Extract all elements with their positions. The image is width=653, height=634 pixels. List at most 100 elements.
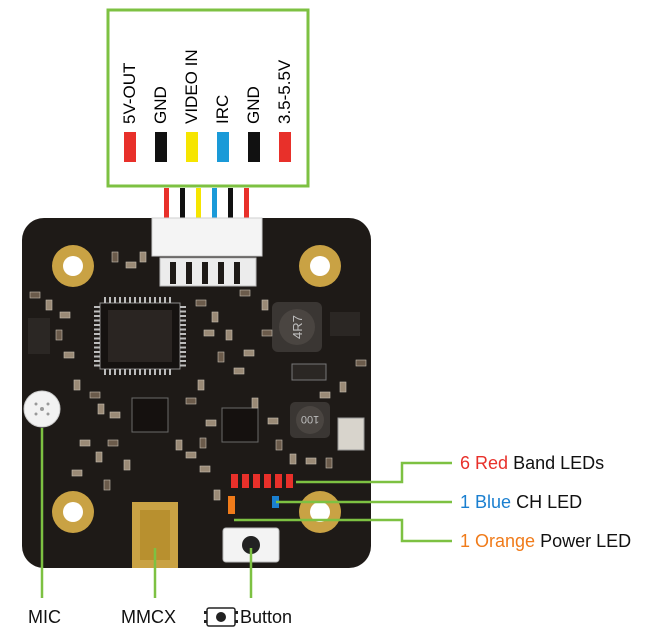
ic-pin (149, 297, 151, 303)
ic-pin (94, 310, 100, 313)
smd-component (185, 451, 197, 459)
smd-component (71, 469, 83, 477)
ch-led-text: CH LED (511, 492, 583, 512)
smd-component (339, 381, 347, 393)
smd-component (175, 439, 183, 451)
pin-label: IRC (213, 94, 232, 124)
smd-component (29, 291, 41, 299)
ic-pin (180, 315, 186, 317)
ic-pin (180, 333, 186, 335)
power-led-count: 1 (460, 531, 471, 551)
ic-pin (149, 369, 151, 375)
ic-pin (94, 351, 100, 353)
ic-pin (164, 369, 166, 375)
inductor-100-label: 100 (301, 413, 319, 425)
button-glyph-icon (204, 607, 238, 627)
pin-label: VIDEO IN (182, 49, 201, 124)
smd-component (97, 403, 105, 415)
smd-component (123, 459, 131, 471)
ch-led-color: Blue (475, 492, 512, 512)
smd-component (205, 419, 217, 427)
ch-led-count: 1 (460, 492, 471, 512)
pin-swatch (217, 132, 229, 162)
mounting-hole (299, 245, 341, 287)
connector-wires (164, 188, 249, 220)
smd-component (45, 299, 53, 311)
smd-component (325, 457, 333, 469)
smd-component (195, 299, 207, 307)
band-led (264, 474, 271, 488)
pin-swatch (248, 132, 260, 162)
ic-pin (104, 297, 106, 303)
ic-chip (28, 318, 50, 354)
ic-pin (159, 297, 161, 303)
smd-component (213, 489, 221, 501)
wire (180, 188, 185, 220)
ic-chip (221, 407, 259, 443)
leader-lines (40, 428, 452, 598)
wire (212, 188, 217, 220)
ic-pin (180, 364, 186, 367)
mmcx-label: MMCX (121, 607, 176, 627)
smd-component (63, 351, 75, 359)
crystal (337, 417, 365, 451)
pin-swatch (155, 132, 167, 162)
ic-pin (119, 297, 121, 303)
led-row (228, 474, 293, 514)
ic-pin (134, 297, 136, 303)
ic-pin (154, 297, 156, 303)
microphone (23, 390, 61, 428)
ic-pin (94, 319, 100, 322)
ic-pin (180, 319, 186, 322)
ic-pin (94, 337, 100, 340)
smd-component (289, 453, 297, 465)
ic-pin (139, 369, 141, 375)
smd-component (355, 359, 367, 367)
ic-pin (180, 337, 186, 340)
power-led-label: 1 Orange Power LED (460, 531, 631, 552)
smd-component (305, 457, 317, 465)
ch-led (272, 496, 279, 508)
ic-pin (144, 297, 146, 303)
ic-pin (124, 369, 126, 375)
smd-component (217, 351, 225, 363)
ic-pin (154, 369, 156, 375)
power-led-color: Orange (475, 531, 536, 551)
band-leds-color: Red (475, 453, 509, 473)
pinout-box (106, 8, 310, 188)
ic-pin (139, 297, 141, 303)
mounting-hole (52, 245, 94, 287)
inductor-100: 100 (290, 402, 330, 438)
wire (196, 188, 201, 220)
band-led (286, 474, 293, 488)
ic-chip (131, 397, 169, 433)
smd-component (109, 411, 121, 419)
smd-component (89, 391, 101, 399)
inductor-4r7-label: 4R7 (290, 315, 305, 339)
smd-component (251, 397, 259, 409)
leader-power-led (234, 518, 452, 543)
regulator (330, 312, 360, 336)
power-led (228, 496, 235, 514)
ic-pin (164, 297, 166, 303)
ic-pin (180, 306, 186, 308)
smd-component (319, 391, 331, 399)
ic-pin (109, 369, 111, 375)
passive-components (29, 251, 367, 501)
wire (228, 188, 233, 220)
smd-component (103, 479, 111, 491)
ic-pin (94, 346, 100, 349)
wire (164, 188, 169, 220)
ic-pin (180, 351, 186, 353)
ic-pin (114, 297, 116, 303)
pin-swatch (186, 132, 198, 162)
ic-pin (104, 369, 106, 375)
smd-component (79, 439, 91, 447)
pin-label: 5V-OUT (120, 62, 139, 124)
button-label: Button (240, 607, 293, 627)
band-led (253, 474, 260, 488)
smd-component (59, 311, 71, 319)
ic-pin (180, 346, 186, 349)
ic-pin (169, 369, 171, 375)
